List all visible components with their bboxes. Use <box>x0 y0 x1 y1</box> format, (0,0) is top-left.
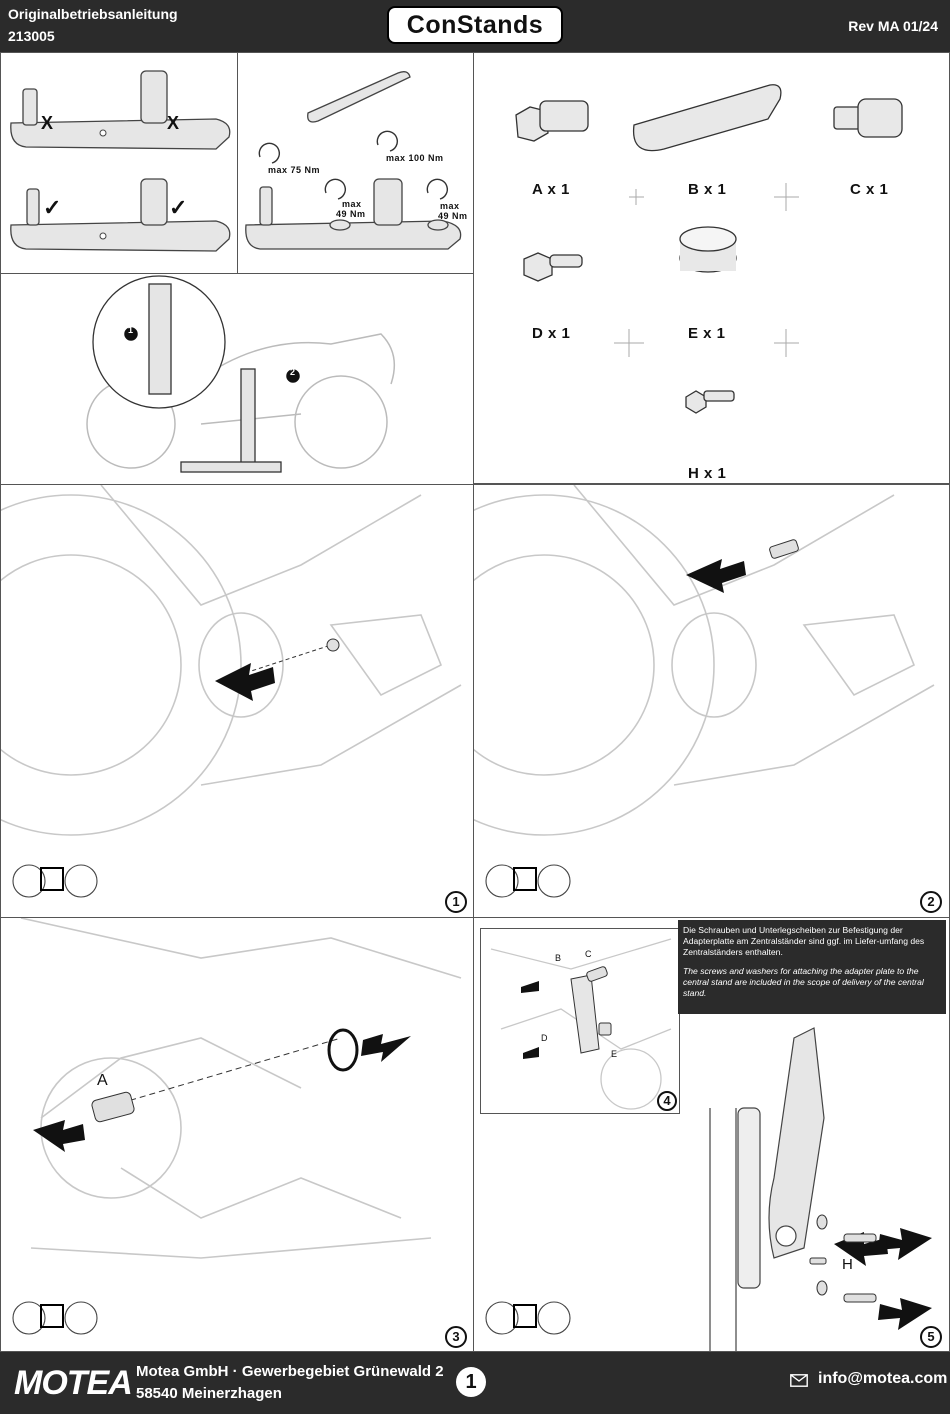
callout-c: C <box>585 949 592 959</box>
callout-h: H <box>842 1256 854 1273</box>
note-german: Die Schrauben und Unterlegscheiben zur B… <box>683 925 925 957</box>
page-number: 1 <box>456 1367 486 1397</box>
torque-49a-top: max <box>342 199 362 209</box>
delivery-note: Die Schrauben und Unterlegscheiben zur B… <box>678 920 946 1014</box>
constands-logo: ConStands <box>387 6 563 44</box>
envelope-icon <box>790 1374 808 1387</box>
step-number-5: 5 <box>920 1326 942 1348</box>
bullet-step-2: 2 <box>290 367 296 377</box>
step-5-illustration <box>485 1027 932 1351</box>
step-number-2: 2 <box>920 891 942 913</box>
torque-49b-top: max <box>440 201 460 211</box>
article-number: 213005 <box>8 28 55 44</box>
company-address: Motea GmbH · Gewerbegebiet Grünewald 2 <box>136 1363 444 1380</box>
step-number-1: 1 <box>445 891 467 913</box>
wrong-mark-2: X <box>167 113 180 133</box>
footer-bar: MOTEA Motea GmbH · Gewerbegebiet Grünewa… <box>0 1352 950 1414</box>
callout-e: E <box>611 1049 618 1059</box>
callout-b: B <box>555 953 562 963</box>
torque-illustration <box>245 71 462 250</box>
callout-a: A <box>97 1072 109 1089</box>
step-number-3: 3 <box>445 1326 467 1348</box>
panel-step-2: 2 <box>473 484 950 918</box>
panel-step-3: A 3 <box>0 917 474 1352</box>
parts-illustration <box>515 84 903 414</box>
pin-orientation-illustration <box>10 70 231 252</box>
torque-49a-bottom: 49 Nm <box>336 209 366 219</box>
step-2-illustration <box>474 485 935 898</box>
motea-logo: MOTEA <box>14 1364 133 1402</box>
ok-mark-1: ✓ <box>43 195 62 220</box>
panel-pin-orientation: X X ✓ ✓ <box>0 52 238 274</box>
part-e-label: E x 1 <box>688 325 726 342</box>
torque-100: max 100 Nm <box>386 153 444 163</box>
revision-label: Rev MA 01/24 <box>848 18 938 34</box>
company-city: 58540 Meinerzhagen <box>136 1385 282 1402</box>
document-title: Originalbetriebsanleitung <box>8 6 178 22</box>
motorcycle-overview-illustration <box>86 275 396 473</box>
email-link[interactable]: info@motea.com <box>818 1370 948 1387</box>
panel-torque-values: max 75 Nm max 100 Nm max 49 Nm max 49 Nm <box>237 52 474 274</box>
part-c-label: C x 1 <box>850 181 889 198</box>
step-3-illustration <box>12 918 462 1335</box>
part-h-label: H x 1 <box>688 465 727 482</box>
part-b-label: B x 1 <box>688 181 727 198</box>
part-d-label: D x 1 <box>532 325 571 342</box>
note-english: The screws and washers for attaching the… <box>683 966 924 998</box>
ok-mark-2: ✓ <box>169 195 188 220</box>
part-a-label: A x 1 <box>532 181 570 198</box>
step-1-illustration <box>1 485 462 898</box>
panel-parts-list: A x 1 B x 1 C x 1 D x 1 E x 1 H x 1 <box>473 52 950 484</box>
panel-overview: 1 2 <box>0 273 474 485</box>
torque-49b-bottom: 49 Nm <box>438 211 468 221</box>
panel-step-4: B C D E 4 <box>480 928 680 1114</box>
step-4-illustration <box>490 938 672 1110</box>
header-bar: Originalbetriebsanleitung 213005 ConStan… <box>0 0 950 52</box>
callout-d: D <box>541 1033 548 1043</box>
torque-75: max 75 Nm <box>268 165 321 175</box>
step-number-4: 4 <box>657 1091 677 1111</box>
bullet-step-1: 1 <box>128 325 134 335</box>
panel-step-1: 1 <box>0 484 474 918</box>
wrong-mark-1: X <box>41 113 54 133</box>
